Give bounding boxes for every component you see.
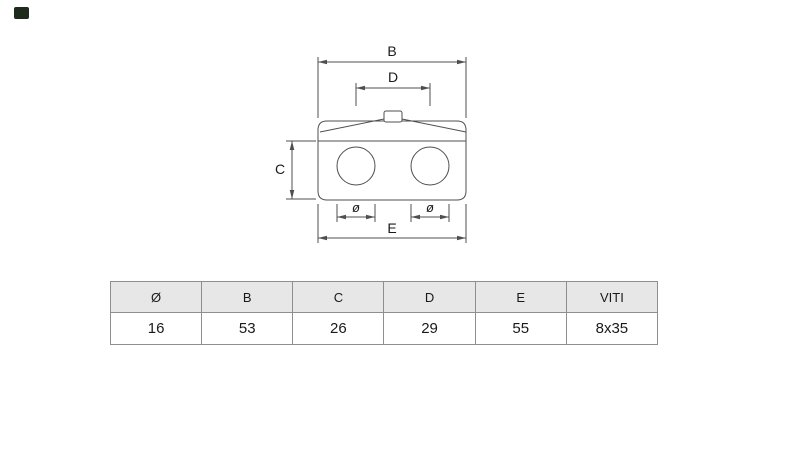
- dim-label-c: C: [275, 161, 285, 177]
- arrow-left-icon: [356, 85, 365, 91]
- arrow-right-icon: [440, 214, 449, 220]
- table-value-e: 55: [474, 312, 567, 345]
- table-value-b: 53: [201, 312, 294, 345]
- table-header-diameter: Ø: [109, 281, 203, 313]
- clamp-body: [317, 110, 467, 201]
- dimension-phi-right: ø: [410, 200, 450, 222]
- hole-right: [410, 146, 450, 186]
- arrow-right-icon: [457, 59, 466, 65]
- clamp-chamfer-left: [319, 118, 385, 133]
- arrow-up-icon: [289, 141, 295, 150]
- logo-mark: [14, 7, 29, 19]
- dimension-d: D: [355, 69, 431, 106]
- arrow-right-icon: [366, 214, 375, 220]
- table-value-row: 16 53 26 29 55 8x35: [109, 312, 659, 345]
- arrow-right-icon: [457, 235, 466, 241]
- table-header-c: C: [292, 281, 385, 313]
- dim-label-d: D: [388, 69, 398, 85]
- table-header-e: E: [474, 281, 567, 313]
- table-header-row: Ø B C D E VITI: [109, 281, 659, 313]
- table-value-diameter: 16: [109, 312, 203, 345]
- table-header-viti: VITI: [565, 281, 659, 313]
- dimension-e: E: [317, 204, 467, 243]
- dim-label-e: E: [387, 220, 396, 236]
- dim-label-phi-left: ø: [352, 200, 360, 215]
- dimension-c: C: [275, 140, 316, 200]
- dimension-b: B: [317, 43, 467, 118]
- table-value-viti: 8x35: [565, 312, 659, 345]
- arrow-right-icon: [421, 85, 430, 91]
- table-value-d: 29: [383, 312, 476, 345]
- arrow-left-icon: [318, 235, 327, 241]
- dim-label-b: B: [387, 43, 396, 59]
- dimension-phi-left: ø: [336, 200, 376, 222]
- arrow-left-icon: [411, 214, 420, 220]
- arrow-left-icon: [337, 214, 346, 220]
- hole-left: [336, 146, 376, 186]
- clamp-technical-drawing: B D C ø: [275, 43, 467, 243]
- table-value-c: 26: [292, 312, 385, 345]
- clamp-top-boss: [383, 110, 403, 123]
- dimension-table: Ø B C D E VITI 16 53 26 29 55 8x35: [109, 281, 659, 345]
- clamp-chamfer-right: [401, 118, 467, 133]
- arrow-down-icon: [289, 190, 295, 199]
- arrow-left-icon: [318, 59, 327, 65]
- dim-label-phi-right: ø: [426, 200, 434, 215]
- table-header-d: D: [383, 281, 476, 313]
- table-header-b: B: [201, 281, 294, 313]
